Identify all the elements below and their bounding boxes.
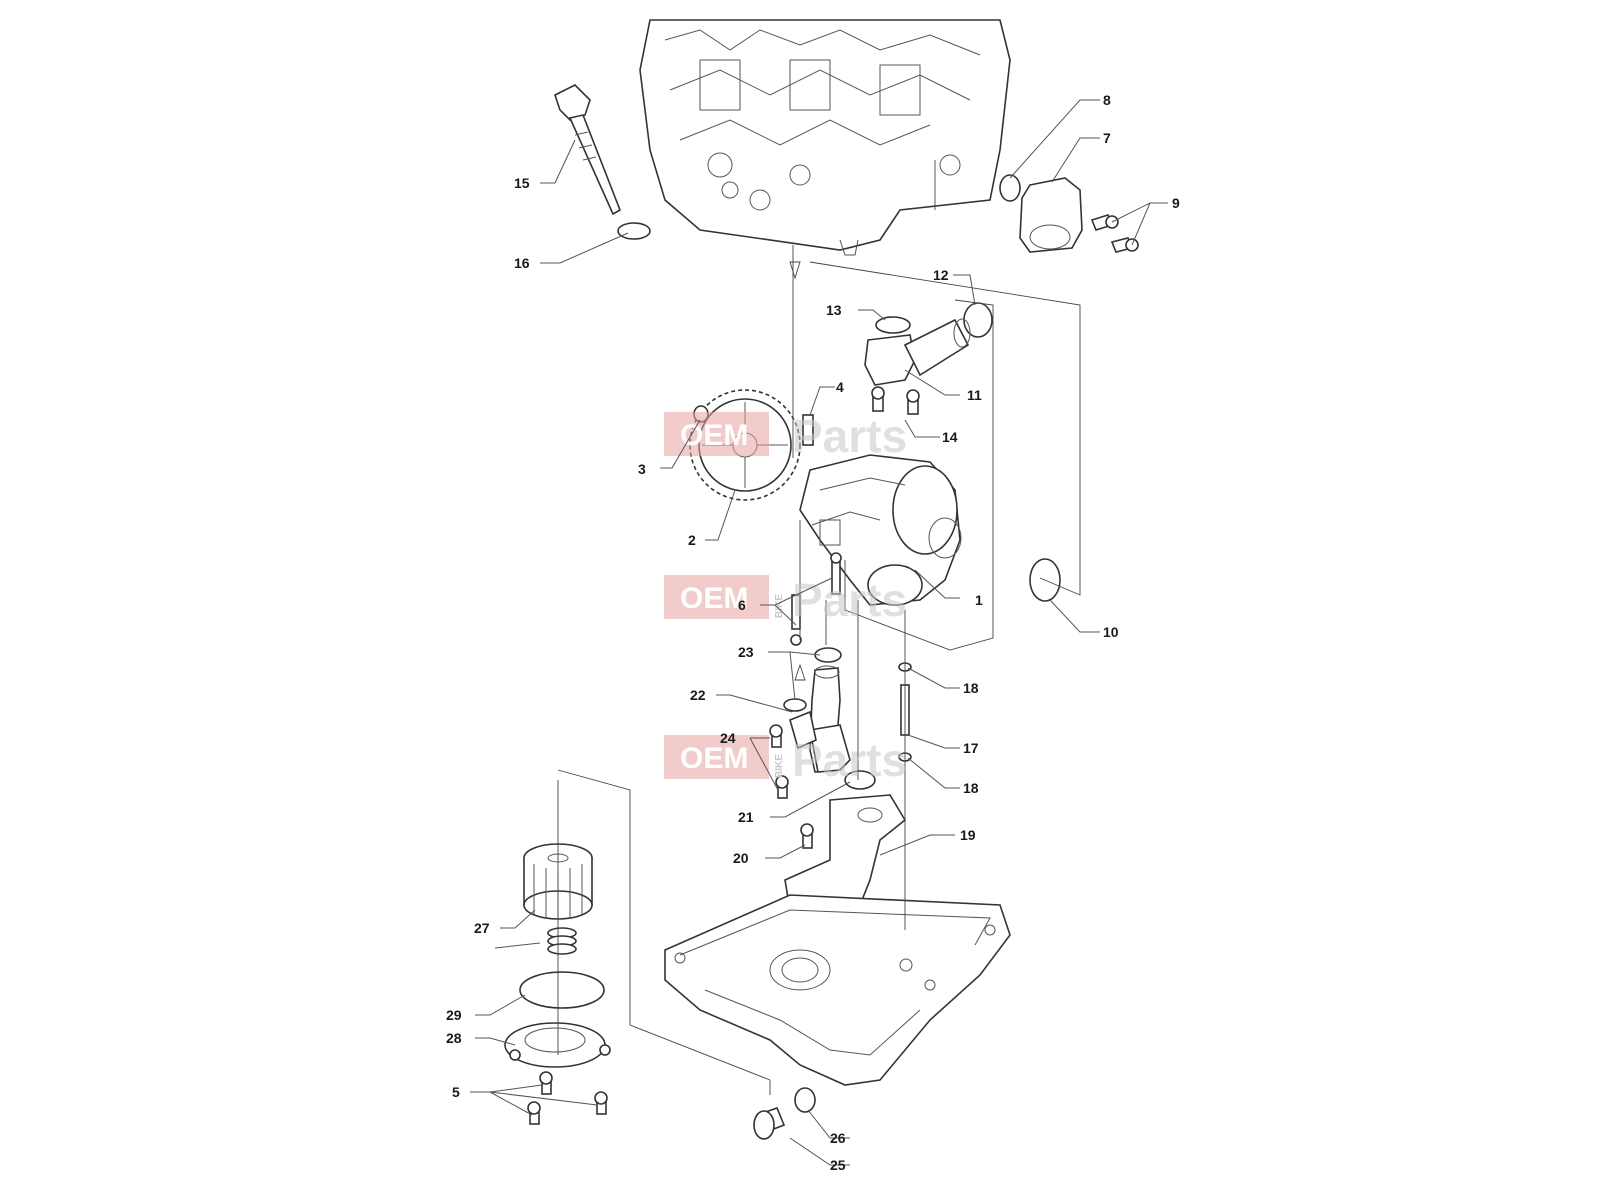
callout-29: 29	[446, 1007, 462, 1023]
callout-23: 23	[738, 644, 754, 660]
callout-26: 26	[830, 1130, 846, 1146]
watermark-bottom: OEM BIKE Parts	[664, 734, 907, 786]
watermark-oem-text: OEM	[680, 582, 748, 615]
bolts-6	[790, 552, 842, 646]
callout-6: 6	[738, 597, 746, 613]
o-ring-23b	[783, 698, 807, 712]
leader-lines	[470, 99, 1168, 1166]
watermark-middle: OEM BIKE Parts	[664, 574, 907, 626]
callout-18a: 18	[963, 680, 979, 696]
o-ring-21	[844, 770, 876, 790]
oil-pipe-11	[864, 318, 971, 386]
watermark-top: OEM Parts	[664, 410, 907, 462]
bolt-20	[800, 823, 814, 849]
watermark-oem-text: OEM	[680, 419, 748, 452]
callout-1: 1	[975, 592, 983, 608]
dowel-4	[802, 414, 814, 446]
watermark-parts-text: Parts	[792, 410, 907, 462]
callout-9: 9	[1172, 195, 1180, 211]
dipstick-seal	[617, 222, 651, 240]
o-ring-13	[875, 316, 911, 334]
callout-3: 3	[638, 461, 646, 477]
callout-25: 25	[830, 1157, 846, 1173]
callout-15: 15	[514, 175, 530, 191]
oil-pickup-pipe	[789, 665, 851, 773]
callout-20: 20	[733, 850, 749, 866]
callout-7: 7	[1103, 130, 1111, 146]
outlet-fitting	[1019, 177, 1083, 253]
callout-22: 22	[690, 687, 706, 703]
callout-17: 17	[963, 740, 979, 756]
callout-21: 21	[738, 809, 754, 825]
oil-sump	[664, 894, 1011, 1086]
watermark-bike-text: BIKE	[774, 754, 785, 778]
bolts-9	[1090, 214, 1139, 253]
o-ring-29	[519, 971, 605, 1009]
engine-crankcase	[639, 19, 1011, 256]
callout-27: 27	[474, 920, 490, 936]
watermark-bike-text: BIKE	[774, 594, 785, 618]
callout-16: 16	[514, 255, 530, 271]
watermark-oem-text: OEM	[680, 742, 748, 775]
drain-washer	[794, 1087, 816, 1113]
callout-14: 14	[942, 429, 958, 445]
callout-5: 5	[452, 1084, 460, 1100]
bolts-14	[871, 386, 920, 415]
callout-4: 4	[836, 379, 844, 395]
bolts-24	[769, 724, 789, 799]
callout-8: 8	[1103, 92, 1111, 108]
callout-2: 2	[688, 532, 696, 548]
watermark-parts-text: Parts	[792, 734, 907, 786]
filter-spring	[547, 927, 577, 955]
watermark-parts-text: Parts	[792, 574, 907, 626]
o-ring-12	[963, 302, 993, 338]
filter-cover	[504, 1022, 611, 1068]
callout-19: 19	[960, 827, 976, 843]
callout-12: 12	[933, 267, 949, 283]
o-ring-8	[999, 174, 1021, 202]
callout-11: 11	[967, 387, 982, 403]
bolts-5	[527, 1071, 608, 1125]
drain-plug	[753, 1106, 786, 1140]
callout-13: 13	[826, 302, 842, 318]
oil-dipstick	[554, 84, 621, 216]
callout-28: 28	[446, 1030, 462, 1046]
oil-pump-assembly	[799, 454, 962, 606]
callout-18b: 18	[963, 780, 979, 796]
callout-10: 10	[1103, 624, 1119, 640]
callout-24: 24	[720, 730, 736, 746]
assembly-guide-lines	[557, 160, 1081, 1095]
callout-labels: 1 2 3 4 5 6 7 8 9 10 11 12 13 14 15 16 1…	[446, 92, 1180, 1173]
